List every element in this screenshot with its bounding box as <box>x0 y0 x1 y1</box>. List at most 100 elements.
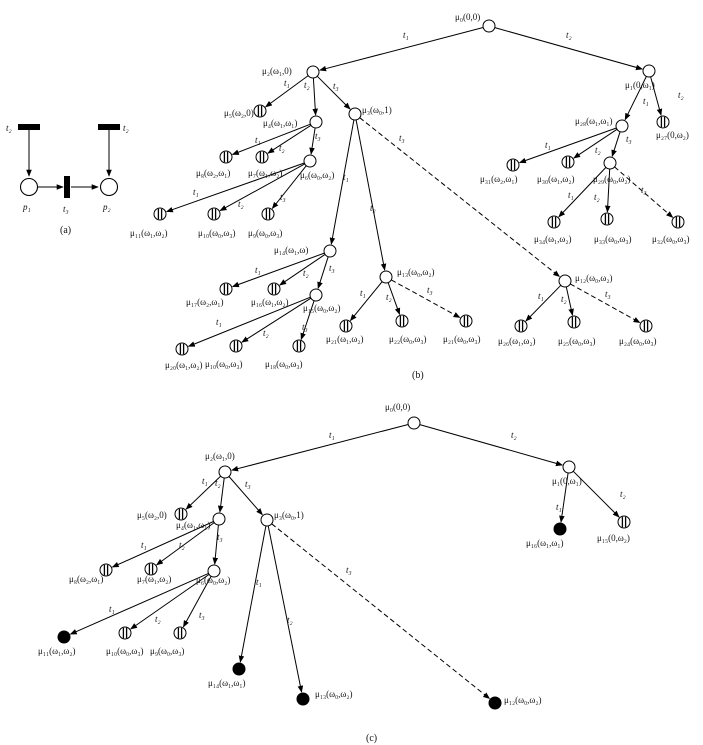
edge-b12-b26 <box>525 284 562 322</box>
tree-node-b31: μ₃₁(ω₂,ω₁) <box>480 158 520 184</box>
tree-node-b13: μ₁₃(ω₀,ω₂) <box>379 267 434 284</box>
edge-label-b13-b21: t₃ <box>427 285 433 295</box>
edge-b6-b11 <box>165 162 305 213</box>
edge-label-b13-b23: t₁ <box>360 288 366 298</box>
tree-node-b1: μ₁(0,ω₁) <box>625 64 656 90</box>
tree-node-label-b17: μ₁₇(ω₂,ω₁) <box>186 297 223 307</box>
tree-node-b22: μ₂₂(ω₀,ω₃) <box>389 314 426 344</box>
tree-node-c0: μ₀(0,0) <box>385 402 421 430</box>
edge-b1-b27 <box>650 76 663 116</box>
petri-transition-t3 <box>64 176 70 198</box>
tree-node-c1: μ₁(0,ω₁) <box>552 460 582 486</box>
tree-node-c5: μ₅(ω₂,0) <box>137 507 188 521</box>
edge-b14-b15 <box>317 256 329 289</box>
edge-label-b3-b12: t₃ <box>399 133 405 143</box>
tree-node-b8: μ₈(ω₂,ω₁) <box>196 150 233 178</box>
tree-node-b11: μ₁₁(ω₁,ω₂) <box>130 207 167 238</box>
petri-label-t2-right: t₂ <box>123 123 129 133</box>
tree-node-c13: μ₁₃(ω₀,ω₂) <box>296 689 352 706</box>
edge-b3-b14 <box>329 119 355 245</box>
edge-label-c1-c16: t₁ <box>556 502 562 512</box>
edge-label-b28-b30: t₂ <box>595 145 601 155</box>
petri-label-p2: p₂ <box>102 202 111 212</box>
edge-label-b14-b15: t₃ <box>329 263 335 273</box>
tree-node-label-b28: μ₂₈(ω₁,ω₁) <box>575 116 612 126</box>
edge-label-b12-b25: t₂ <box>561 294 567 304</box>
tree-node-label-b26: μ₂₆(ω₁,ω₂) <box>498 336 535 346</box>
tree-node-label-c0: μ₀(0,0) <box>385 402 410 412</box>
petri-label-t2-left: t₂ <box>6 123 12 133</box>
tree-node-label-b23: μ₂₁(ω₁,ω₂) <box>326 334 363 344</box>
petri-net-diagram: t₂ t₂ p₁ t₃ p₂ (a) <box>6 123 129 236</box>
edge-label-b6-b11: t₁ <box>193 187 199 197</box>
edge-label-c2-c3: t₃ <box>245 479 251 489</box>
tree-node-label-c14: μ₁₄(ω₁,ω₁) <box>208 678 245 688</box>
edge-label-c2-c5: t₁ <box>202 476 208 486</box>
edge-b28-b29 <box>611 131 621 157</box>
tree-node-b4: μ₄(ω₁,ω₁) <box>263 115 323 129</box>
edge-label-b12-b24: t₃ <box>605 289 611 299</box>
tree-node-b32: μ₃₂(ω₀,ω₃) <box>652 215 689 244</box>
tree-node-label-b5: μ₅(ω₂,0) <box>224 108 254 118</box>
edge-b14-b16 <box>279 253 326 286</box>
edge-label-b4-b7: t₂ <box>279 143 285 153</box>
edge-c2-c4 <box>217 477 225 513</box>
edge-label-c0-c1: t₂ <box>511 430 517 440</box>
tree-node-label-c13: μ₁₃(ω₀,ω₂) <box>315 689 352 699</box>
tree-node-label-b20: μ₂₀(ω₁,ω₂) <box>165 360 202 370</box>
edge-b4-b7 <box>267 124 312 154</box>
edge-c6-c11 <box>69 572 209 635</box>
edge-c4-c6 <box>212 524 219 565</box>
edge-label-b15-b18: t₃ <box>302 322 308 332</box>
edge-b6-b10 <box>219 163 305 212</box>
edge-label-b29-b34: t₁ <box>568 190 574 200</box>
tree-node-b29: μ₂₉(ω₀,ω₂) <box>593 156 630 184</box>
edge-label-b4-b8: t₁ <box>255 135 261 145</box>
edge-b1-b28 <box>624 76 647 121</box>
tree-node-label-b11: μ₁₁(ω₁,ω₂) <box>130 228 167 238</box>
edge-b29-b32 <box>614 166 674 218</box>
petri-transition-t2-left <box>18 124 40 130</box>
edge-label-b12-b26: t₁ <box>538 291 544 301</box>
tree-node-b30: μ₃₀(ω₁,ω₂) <box>537 155 575 184</box>
edge-label-b14-b16: t₂ <box>303 268 309 278</box>
edge-label-c4-c8: t₁ <box>141 540 147 550</box>
edge-c3-c12 <box>271 523 491 700</box>
petri-place-p2 <box>99 177 119 197</box>
edge-label-c2-c4: t₂ <box>215 478 221 488</box>
edge-c3-c14 <box>238 525 267 663</box>
tree-node-label-b13: μ₁₃(ω₀,ω₂) <box>397 267 434 277</box>
tree-node-label-b9: μ₉(ω₀,ω₃) <box>248 228 282 238</box>
edge-label-b0-b1: t₂ <box>566 30 572 40</box>
tree-node-label-b15: μ₁₅(ω₀,ω₂) <box>303 303 340 313</box>
tree-node-label-b18: μ₁₈(ω₀,ω₃) <box>265 359 302 369</box>
tree-node-c11: μ₁₁(ω₁,ω₂) <box>38 630 75 656</box>
tree-node-label-c16: μ₁₆(ω₁,ω₁) <box>526 538 563 548</box>
edge-label-b13-b22: t₂ <box>386 292 392 302</box>
tree-node-label-b16: μ₁₆(ω₁,ω₂) <box>251 297 288 307</box>
edge-b28-b31 <box>518 127 617 164</box>
petri-place-p1 <box>19 177 39 197</box>
edge-b0-b2 <box>319 27 484 72</box>
tree-node-b28: μ₂₈(ω₁,ω₁) <box>575 116 629 133</box>
edge-b13-b21 <box>391 279 461 319</box>
tree-node-label-b1: μ₁(0,ω₁) <box>625 80 655 90</box>
edge-label-b6-b9: t₃ <box>280 192 286 202</box>
edge-label-c6-c11: t₁ <box>109 604 115 614</box>
tree-node-b24: μ₂₄(ω₀,ω₃) <box>619 319 656 346</box>
edge-c2-c3 <box>228 476 263 516</box>
edge-label-b4-b6: t₃ <box>315 131 321 141</box>
tree-node-label-c3: μ₃(ω₀,1) <box>274 510 304 520</box>
edge-b2-b4 <box>312 77 319 116</box>
edge-c6-c10 <box>130 573 210 630</box>
tree-node-b14: μ₁₄(ω₁,ω) <box>274 244 337 258</box>
tree-node-c4: μ₄(ω₁,ω₁) <box>176 512 226 530</box>
edge-label-b2-b4: t₂ <box>304 80 310 90</box>
tree-node-b20: μ₂₀(ω₁,ω₂) <box>165 342 202 370</box>
tree-node-label-b6: μ₆(ω₀,ω₂) <box>300 170 334 180</box>
edge-label-b2-b5: t₁ <box>284 78 290 88</box>
tree-node-b17: μ₁₇(ω₂,ω₁) <box>186 282 233 307</box>
tree-node-label-b32: μ₃₂(ω₀,ω₃) <box>652 234 689 244</box>
tree-node-c3: μ₃(ω₀,1) <box>260 510 304 527</box>
tree-node-label-b0: μ₀(0,0) <box>455 12 480 22</box>
